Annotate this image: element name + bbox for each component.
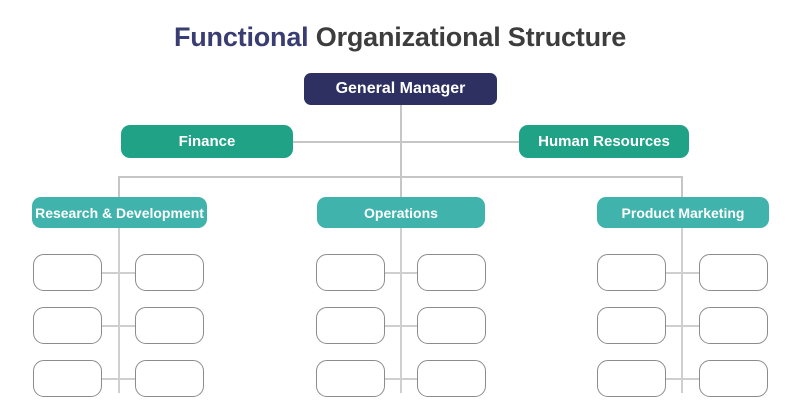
node-operations[interactable]: Operations xyxy=(317,197,485,228)
connector-rung-g3-r1 xyxy=(664,272,700,274)
placeholder-box[interactable] xyxy=(699,360,768,397)
placeholder-box[interactable] xyxy=(316,360,385,397)
node-finance-label: Finance xyxy=(178,133,236,150)
placeholder-box[interactable] xyxy=(417,360,486,397)
placeholder-box[interactable] xyxy=(33,254,102,291)
connector-rung-g1-r3 xyxy=(101,378,137,380)
node-product-marketing-label: Product Marketing xyxy=(621,204,745,221)
connector-drop-operations xyxy=(400,176,402,198)
connector-drop-product-marketing xyxy=(681,176,683,198)
connector-rung-g3-r2 xyxy=(664,325,700,327)
node-general-manager-label: General Manager xyxy=(335,80,466,97)
placeholder-box[interactable] xyxy=(699,254,768,291)
node-human-resources[interactable]: Human Resources xyxy=(519,125,689,158)
placeholder-box[interactable] xyxy=(597,360,666,397)
placeholder-box[interactable] xyxy=(33,307,102,344)
node-research-and-development[interactable]: Research & Development xyxy=(32,197,207,228)
connector-drop-rnd xyxy=(118,176,120,198)
connector-rung-g1-r2 xyxy=(101,325,137,327)
connector-subspine-group-3 xyxy=(681,228,683,393)
node-product-marketing[interactable]: Product Marketing xyxy=(597,197,769,228)
node-human-resources-label: Human Resources xyxy=(538,133,670,150)
connector-subspine-group-2 xyxy=(400,228,402,393)
placeholder-box[interactable] xyxy=(135,360,204,397)
connector-rung-g1-r1 xyxy=(101,272,137,274)
node-research-and-development-label: Research & Development xyxy=(35,204,204,221)
connector-human-resources xyxy=(400,141,520,143)
connector-spine-main xyxy=(400,103,402,178)
title-accent-text: Functional xyxy=(173,22,309,52)
placeholder-box[interactable] xyxy=(597,307,666,344)
placeholder-box[interactable] xyxy=(699,307,768,344)
connector-subspine-group-1 xyxy=(118,228,120,393)
placeholder-box[interactable] xyxy=(135,254,204,291)
connector-rung-g2-r3 xyxy=(383,378,419,380)
connector-rung-g2-r2 xyxy=(383,325,419,327)
connector-finance xyxy=(292,141,402,143)
placeholder-box[interactable] xyxy=(316,254,385,291)
placeholder-box[interactable] xyxy=(316,307,385,344)
node-finance[interactable]: Finance xyxy=(121,125,293,158)
page-title: Functional Organizational Structure xyxy=(0,22,800,53)
connector-rung-g3-r3 xyxy=(664,378,700,380)
placeholder-box[interactable] xyxy=(417,307,486,344)
node-operations-label: Operations xyxy=(364,204,438,221)
title-plain-text: Organizational Structure xyxy=(308,22,627,52)
placeholder-box[interactable] xyxy=(33,360,102,397)
placeholder-box[interactable] xyxy=(597,254,666,291)
placeholder-box[interactable] xyxy=(417,254,486,291)
placeholder-box[interactable] xyxy=(135,307,204,344)
connector-rung-g2-r1 xyxy=(383,272,419,274)
node-general-manager[interactable]: General Manager xyxy=(304,73,497,105)
